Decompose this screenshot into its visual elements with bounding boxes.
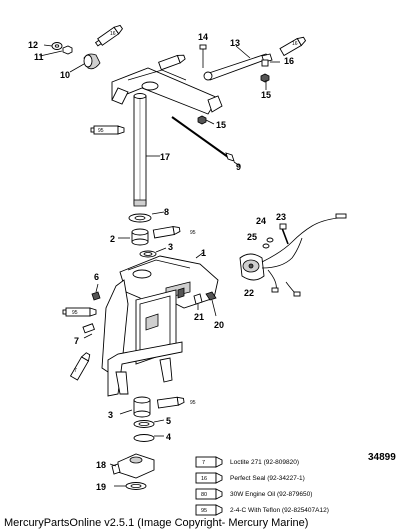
legend-item-95: 95 2-4-C With Teflon (92-825407A12) (195, 504, 329, 516)
part-trim-sender-22 (239, 253, 265, 281)
callout-17: 17 (160, 152, 170, 162)
legend-item-16: 16 Perfect Seal (92-34227-1) (195, 472, 305, 484)
legend-text: 2-4-C With Teflon (92-825407A12) (230, 507, 329, 514)
part-o-ring-4 (133, 434, 155, 442)
legend-text: Loctite 271 (92-809820) (230, 459, 299, 466)
part-bolt-14 (199, 44, 207, 68)
part-seal-3-upper (139, 250, 157, 258)
catalog-number: 34899 (368, 452, 396, 463)
part-washer-8 (128, 213, 152, 223)
callout-4: 4 (166, 432, 171, 442)
callout-15-upper: 15 (261, 90, 271, 100)
part-swivel-bracket-1 (101, 255, 219, 397)
sealant-tube-95-a (90, 125, 125, 135)
tube-label: 95 (72, 310, 78, 316)
part-nut-16 (261, 59, 269, 67)
part-nut-15b (197, 115, 207, 125)
part-fitting-20 (205, 291, 217, 301)
callout-13: 13 (230, 38, 240, 48)
callout-20: 20 (214, 320, 224, 330)
callout-11: 11 (34, 52, 44, 62)
part-washer-5 (133, 420, 155, 428)
tube-label: 95 (190, 230, 196, 236)
part-screw-23 (279, 223, 289, 245)
legend-item-80: 80 30W Engine Oil (92-879650) (195, 488, 312, 500)
callout-24: 24 (256, 216, 266, 226)
tube-label: 7 (74, 368, 77, 374)
callout-9: 9 (236, 162, 241, 172)
callout-6: 6 (94, 272, 99, 282)
callout-16: 16 (284, 56, 294, 66)
sealant-tube-95-b (152, 226, 181, 239)
callout-2: 2 (110, 234, 115, 244)
part-swivel-head (111, 67, 223, 115)
part-yoke-18 (111, 453, 155, 479)
sealant-tube-95-d (156, 396, 185, 409)
sealant-tube-7-a (82, 323, 95, 334)
legend-item-7: 7 Loctite 271 (92-809820) (195, 456, 299, 468)
tube-label: 95 (190, 400, 196, 406)
callout-15-lower: 15 (216, 120, 226, 130)
legend-code: 95 (201, 508, 207, 514)
part-steering-shaft-17 (133, 93, 147, 207)
tube-label: 16 (292, 41, 298, 47)
callout-18: 18 (96, 460, 106, 470)
part-long-bolt-9 (171, 116, 241, 167)
callout-22: 22 (244, 288, 254, 298)
part-steering-link-13 (203, 53, 273, 81)
copyright-footer: MercuryPartsOnline v2.5.1 (Image Copyrig… (4, 517, 308, 529)
callout-10: 10 (60, 70, 70, 80)
sealant-tube-16-a (94, 24, 123, 47)
part-bushing-10 (83, 53, 101, 70)
callout-8: 8 (164, 207, 169, 217)
part-nut-11 (62, 45, 73, 55)
part-washer-25 (262, 243, 270, 249)
callout-23: 23 (276, 212, 286, 222)
part-fitting-21 (193, 293, 203, 305)
part-washer-24 (266, 237, 274, 243)
part-washer-12 (51, 42, 63, 50)
part-bushing-2 (131, 228, 149, 246)
part-bushing-3-lower (133, 396, 151, 418)
tube-label: 16 (110, 31, 116, 37)
callout-5: 5 (166, 416, 171, 426)
sealant-tube-80 (158, 54, 186, 71)
part-grease-fitting-6 (91, 291, 101, 301)
part-ring-19 (125, 482, 147, 490)
callout-21: 21 (194, 312, 204, 322)
callout-7-upper: 7 (74, 336, 79, 346)
legend-text: 30W Engine Oil (92-879650) (230, 491, 312, 498)
legend-text: Perfect Seal (92-34227-1) (230, 475, 305, 482)
legend-code: 7 (202, 460, 205, 466)
callout-1: 1 (201, 248, 206, 258)
sealant-tube-16-b (279, 36, 307, 57)
sealant-tube-95-c (62, 307, 97, 317)
callout-14: 14 (198, 32, 208, 42)
callout-25: 25 (247, 232, 257, 242)
callout-3-lower: 3 (108, 410, 113, 420)
part-nut-15a (260, 73, 270, 83)
sealant-tube-7-b (69, 352, 91, 381)
tube-label: 95 (98, 128, 104, 134)
callout-3-upper: 3 (168, 242, 173, 252)
legend: 7 Loctite 271 (92-809820) 16 Perfect Sea… (195, 456, 329, 516)
callout-19: 19 (96, 482, 106, 492)
legend-code: 16 (201, 476, 207, 482)
callout-12: 12 (28, 40, 38, 50)
legend-code: 80 (201, 492, 207, 498)
